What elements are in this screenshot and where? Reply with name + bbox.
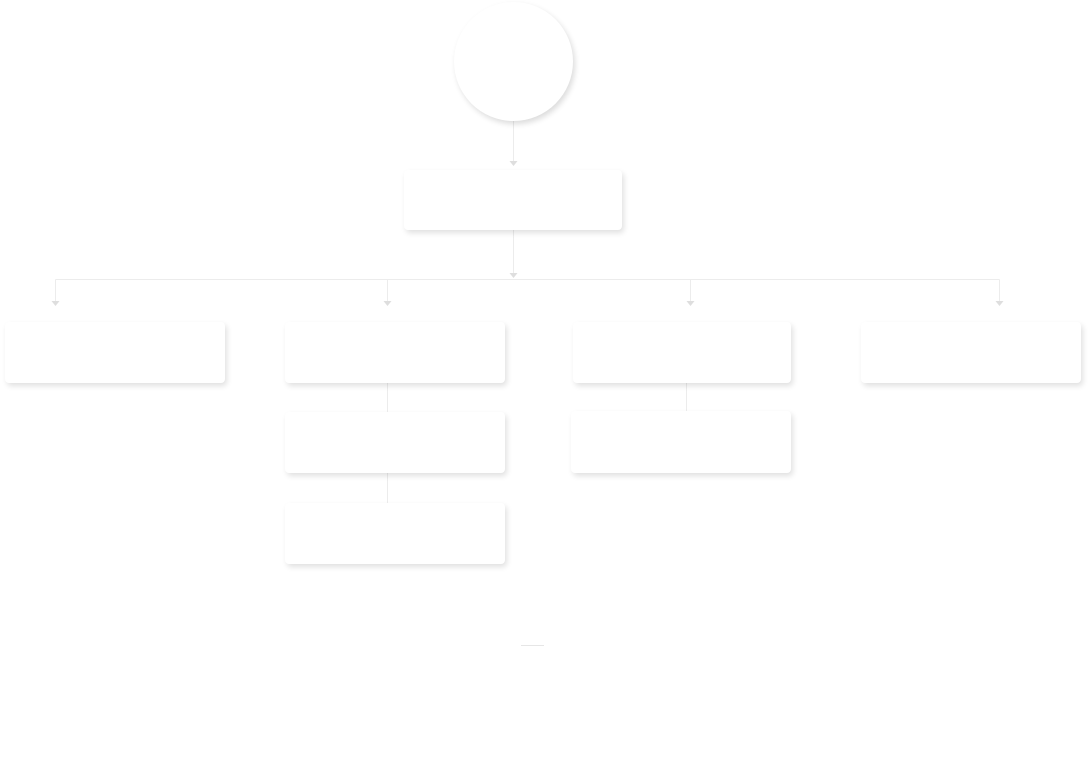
arrowhead-branch-1 [51, 301, 60, 306]
arrowhead-bus [509, 273, 518, 278]
arrowhead-branch-4 [995, 301, 1004, 306]
arrowhead-branch-3 [686, 301, 695, 306]
level1-node [404, 170, 622, 230]
branch-node-2 [285, 322, 505, 383]
branch-node-1 [5, 322, 225, 383]
branch-3-child-node-1 [571, 411, 791, 473]
branch-2-child-node-1 [285, 412, 505, 473]
arrowhead-branch-2 [383, 301, 392, 306]
footer-divider [521, 645, 544, 646]
branch-node-4 [861, 322, 1081, 383]
root-node [454, 2, 573, 121]
arrowhead-level1 [509, 161, 518, 166]
branch-2-child-node-2 [285, 503, 505, 564]
branch-node-3 [573, 322, 791, 383]
